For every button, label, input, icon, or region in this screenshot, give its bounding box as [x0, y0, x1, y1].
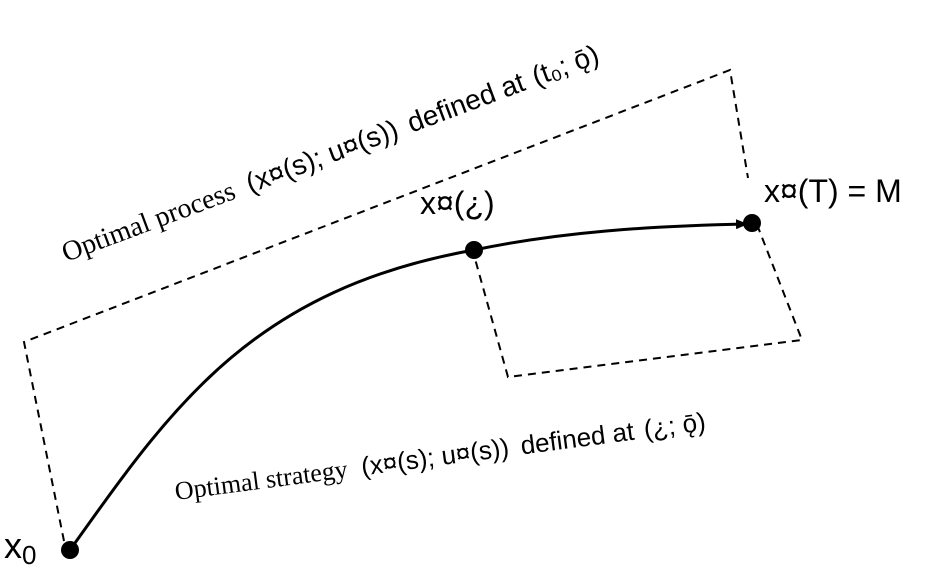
strategy-label: Optimal strategy(x¤(s); u¤(s))defined at… — [173, 406, 707, 506]
trajectory-curve — [68, 248, 475, 551]
process-region-outline — [22, 68, 749, 542]
start-point-label: x0 — [4, 525, 36, 570]
end-point-label: x¤(T) = M — [764, 173, 902, 209]
tau-point — [465, 241, 483, 259]
start-point — [61, 541, 79, 559]
end-point — [743, 214, 761, 232]
svg-text:Optimal strategy(x¤(s); u¤(s)): Optimal strategy(x¤(s); u¤(s))defined at… — [173, 406, 707, 506]
strategy-region-outline — [471, 221, 804, 379]
process-label: Optimal process(x¤(s); u¤(s))defined at(… — [57, 39, 604, 269]
tau-point-label: x¤(¿) — [420, 185, 495, 221]
svg-text:Optimal process(x¤(s); u¤(s))d: Optimal process(x¤(s); u¤(s))defined at(… — [57, 39, 603, 269]
trajectory-arrow-segment — [473, 219, 748, 252]
